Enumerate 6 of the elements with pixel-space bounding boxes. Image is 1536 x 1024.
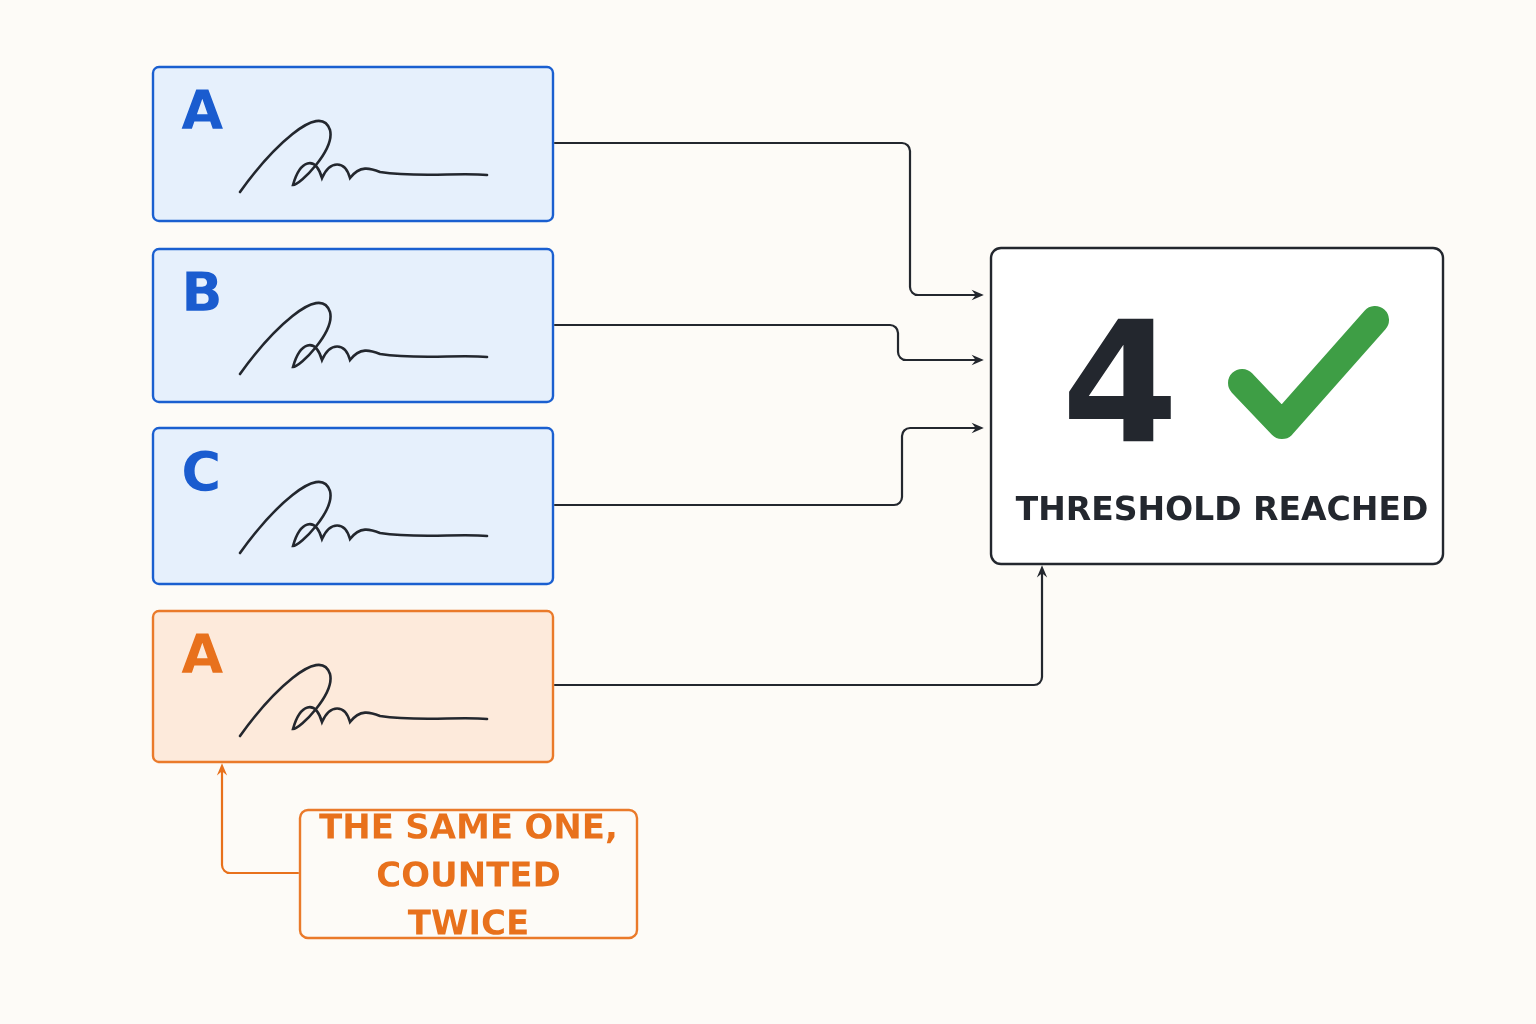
signature-card: A — [151, 609, 555, 764]
signature-card: C — [151, 426, 555, 586]
signature-card: A — [151, 65, 555, 223]
signature-card: B — [151, 247, 555, 404]
callout-box: THE SAME ONE, COUNTED TWICE — [298, 808, 639, 940]
result-box: 4 THRESHOLD REACHED — [989, 246, 1445, 566]
